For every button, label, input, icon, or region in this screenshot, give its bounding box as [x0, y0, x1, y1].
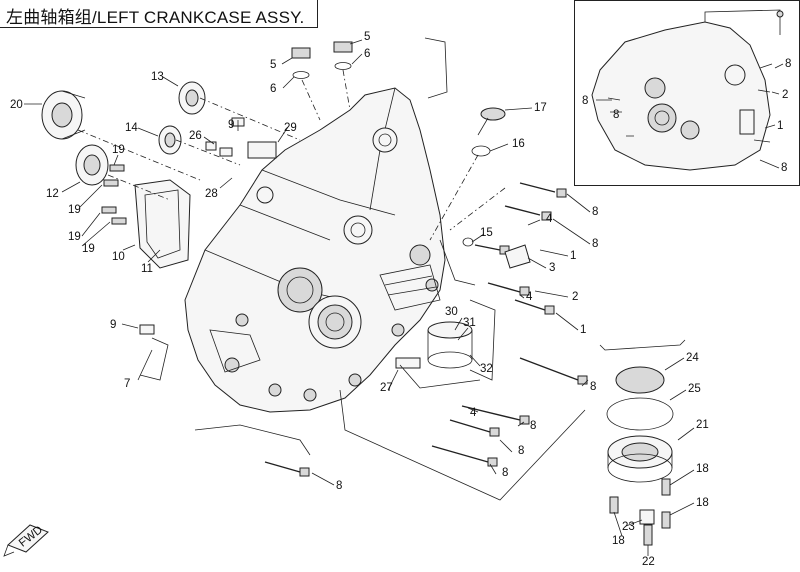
plug-5-left [291, 47, 311, 79]
inset-callout-8: 8 [582, 95, 588, 107]
bearing-bore [277, 267, 323, 313]
bearing-20 [41, 90, 86, 140]
fwd-arrow: FWD [3, 524, 49, 557]
inset-callout-8: 8 [613, 109, 619, 121]
inset-engine [591, 9, 784, 171]
callout-5: 5 [270, 59, 276, 71]
callout-18: 18 [696, 463, 709, 475]
bearing-12 [75, 144, 109, 186]
callout-19: 19 [112, 144, 125, 156]
cylinder-sleeves [395, 321, 473, 369]
diagram-title: 左曲轴箱组/LEFT CRANKCASE ASSY. [6, 8, 305, 27]
callout-2: 2 [572, 291, 578, 303]
o-ring-25 [606, 397, 674, 431]
title-box: 左曲轴箱组/LEFT CRANKCASE ASSY. [0, 0, 318, 28]
callout-14: 14 [125, 122, 138, 134]
filter-element-24 [615, 366, 665, 394]
callout-8: 8 [590, 381, 596, 393]
callout-1: 1 [580, 324, 586, 336]
callout-5: 5 [364, 31, 370, 43]
callout-20: 20 [10, 99, 23, 111]
callout-12: 12 [46, 188, 59, 200]
callout-31: 31 [463, 317, 476, 329]
inset-callout-1: 1 [777, 120, 783, 132]
callout-8: 8 [336, 480, 342, 492]
callout-4: 4 [526, 291, 533, 303]
callout-26: 26 [189, 130, 202, 142]
callout-11: 11 [141, 263, 153, 275]
callout-9: 9 [228, 119, 234, 131]
callout-1: 1 [570, 250, 576, 262]
callout-30: 30 [445, 306, 458, 318]
callout-25: 25 [688, 383, 701, 395]
crankcase-body [184, 87, 446, 413]
screws-19 [101, 164, 127, 225]
callout-8: 8 [592, 238, 598, 250]
bearing-14 [158, 125, 182, 155]
callout-4: 4 [470, 407, 477, 419]
alignment-lines [77, 37, 686, 501]
callout-15: 15 [480, 227, 493, 239]
plug-5-right [333, 41, 353, 70]
callout-21: 21 [696, 419, 709, 431]
callout-23: 23 [622, 521, 635, 533]
bracket-3 [504, 244, 531, 269]
oil-filter-assembly [606, 366, 674, 546]
leader-lines [24, 39, 784, 556]
callout-3: 3 [549, 262, 555, 274]
inset-callout-8: 8 [781, 162, 787, 174]
callout-10: 10 [112, 251, 125, 263]
callout-6: 6 [364, 48, 370, 60]
callout-19: 19 [68, 204, 81, 216]
callout-8: 8 [502, 467, 508, 479]
inset-callout-8: 8 [785, 58, 791, 70]
callout-16: 16 [512, 138, 525, 150]
callout-7: 7 [124, 378, 130, 390]
callout-numbers: 20 13 14 26 12 19 19 19 19 10 11 28 9 29… [10, 31, 791, 568]
callout-6: 6 [270, 83, 276, 95]
callout-22: 22 [642, 556, 655, 568]
callout-8: 8 [530, 420, 536, 432]
bearing-13 [178, 81, 206, 115]
gasket-cover-10 [134, 179, 191, 269]
callout-18: 18 [696, 497, 709, 509]
callout-4: 4 [546, 213, 553, 225]
callout-17: 17 [534, 102, 547, 114]
callout-8: 8 [518, 445, 524, 457]
dipstick-17 [471, 107, 506, 157]
callout-19: 19 [82, 243, 95, 255]
callout-19: 19 [68, 231, 81, 243]
callout-27: 27 [380, 382, 393, 394]
callout-8: 8 [592, 206, 598, 218]
callout-32: 32 [480, 363, 493, 375]
callout-24: 24 [686, 352, 699, 364]
inset-callout-2: 2 [782, 89, 788, 101]
callout-18: 18 [612, 535, 625, 547]
callout-13: 13 [151, 71, 164, 83]
bolts-right [264, 182, 588, 477]
callout-9: 9 [110, 319, 116, 331]
callout-28: 28 [205, 188, 218, 200]
callout-29: 29 [284, 122, 297, 134]
